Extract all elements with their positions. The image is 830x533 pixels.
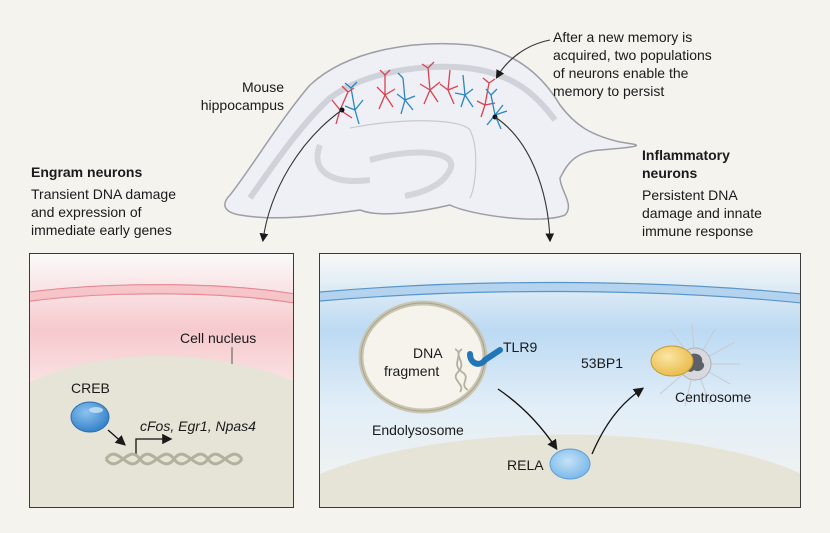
label-line: of neurons enable the: [553, 65, 689, 81]
dna-helix: [104, 452, 244, 466]
rela-protein: [549, 448, 591, 480]
annotation-text: After a new memory is acquired, two popu…: [553, 28, 773, 100]
label-line: hippocampus: [200, 97, 284, 113]
centrosome-label: Centrosome: [675, 389, 752, 405]
inflammatory-title: Inflammatory: [642, 147, 730, 163]
annotation-leader: [495, 39, 551, 79]
transcription-arrow: [135, 433, 173, 454]
fragment-label: fragment: [384, 363, 440, 379]
engram-desc-line: immediate early genes: [31, 222, 172, 238]
inflammatory-arrow: [494, 116, 555, 243]
creb-protein: [70, 401, 110, 433]
engram-cell-panel: Cell nucleus CREB cFos, Egr1, Npas4: [29, 253, 294, 508]
tlr9-receptor: [467, 347, 503, 367]
cell-nucleus-label: Cell nucleus: [180, 330, 257, 346]
inflammatory-heading: Inflammatory neurons Persistent DNA dama…: [642, 146, 822, 240]
inflammatory-desc-line: damage and innate: [642, 205, 762, 221]
dna-fragment: [454, 348, 469, 393]
53bp1-protein: [650, 345, 694, 377]
tlr9-label: TLR9: [503, 339, 538, 355]
engram-arrow: [259, 109, 343, 243]
genes-label: cFos, Egr1, Npas4: [140, 418, 256, 434]
rela-label: RELA: [507, 457, 544, 473]
inflammatory-title: neurons: [642, 165, 698, 181]
label-line: memory to persist: [553, 83, 665, 99]
endolysosome-label: Endolysosome: [372, 422, 464, 438]
cell-nucleus: [30, 356, 293, 507]
mouse-hippocampus-label: Mouse hippocampus: [200, 78, 284, 114]
inflammatory-cell-panel: DNA fragment TLR9 Endolysosome RELA 53BP…: [319, 253, 801, 508]
neuron-cluster: [331, 61, 508, 130]
engram-desc-line: and expression of: [31, 204, 142, 220]
label-line: acquired, two populations: [553, 47, 712, 63]
engram-title: Engram neurons: [31, 164, 143, 180]
label-line: Mouse: [241, 79, 284, 95]
label-line: After a new memory is: [553, 29, 693, 45]
inflammatory-desc-line: immune response: [642, 223, 754, 239]
dna-label: DNA: [413, 345, 443, 361]
inflammatory-desc-line: Persistent DNA: [642, 187, 738, 203]
53bp1-label: 53BP1: [581, 355, 624, 371]
creb-label: CREB: [71, 380, 110, 396]
engram-desc-line: Transient DNA damage: [31, 186, 176, 202]
engram-heading: Engram neurons Transient DNA damage and …: [31, 163, 251, 239]
